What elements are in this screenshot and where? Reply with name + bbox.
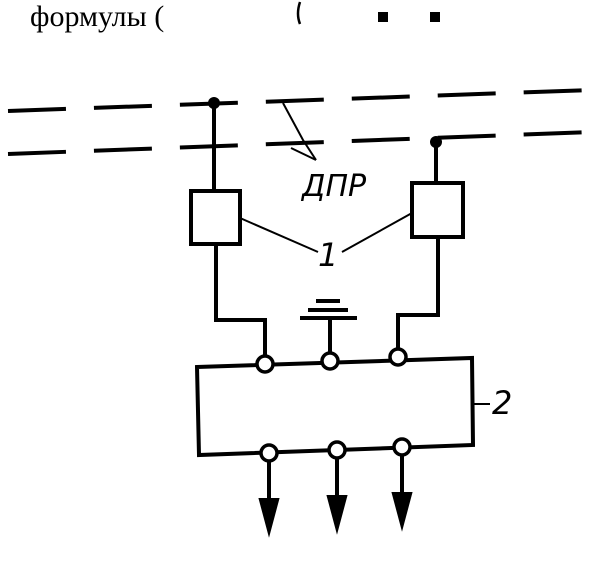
right-branch <box>396 142 465 350</box>
leader-bus <box>282 102 317 161</box>
arrow-down-icon-right <box>391 492 413 532</box>
output-arrows <box>258 455 413 538</box>
left-branch <box>189 103 267 357</box>
clipped-header-text: формулы ( <box>30 0 164 33</box>
terminal-circle-out-center <box>327 440 347 460</box>
leader-lines <box>239 102 490 405</box>
label-bus: ДПР <box>300 169 367 204</box>
bus-line-lower <box>7 130 591 156</box>
terminal-circle-out-right <box>392 437 412 457</box>
label-sensor: 1 <box>318 236 338 274</box>
unit-2-box <box>194 355 476 458</box>
terminal-circle-out-left <box>259 443 279 463</box>
terminal-circle-in-center <box>320 351 340 371</box>
arrow-down-icon-center <box>326 495 348 535</box>
bus-line-upper <box>7 88 591 113</box>
output-terminals <box>259 437 412 463</box>
arrow-down-icon-left <box>258 498 280 538</box>
terminal-circle-in-left <box>255 354 275 374</box>
leader-sensor-right <box>341 212 413 253</box>
label-unit: 2 <box>492 384 512 422</box>
leader-bus-lower <box>290 147 317 161</box>
leader-sensor-left <box>239 217 319 253</box>
input-terminals <box>255 347 408 374</box>
clipped-header-remnants <box>296 1 440 25</box>
terminal-circle-in-right <box>388 347 408 367</box>
ground-symbol <box>300 299 357 354</box>
